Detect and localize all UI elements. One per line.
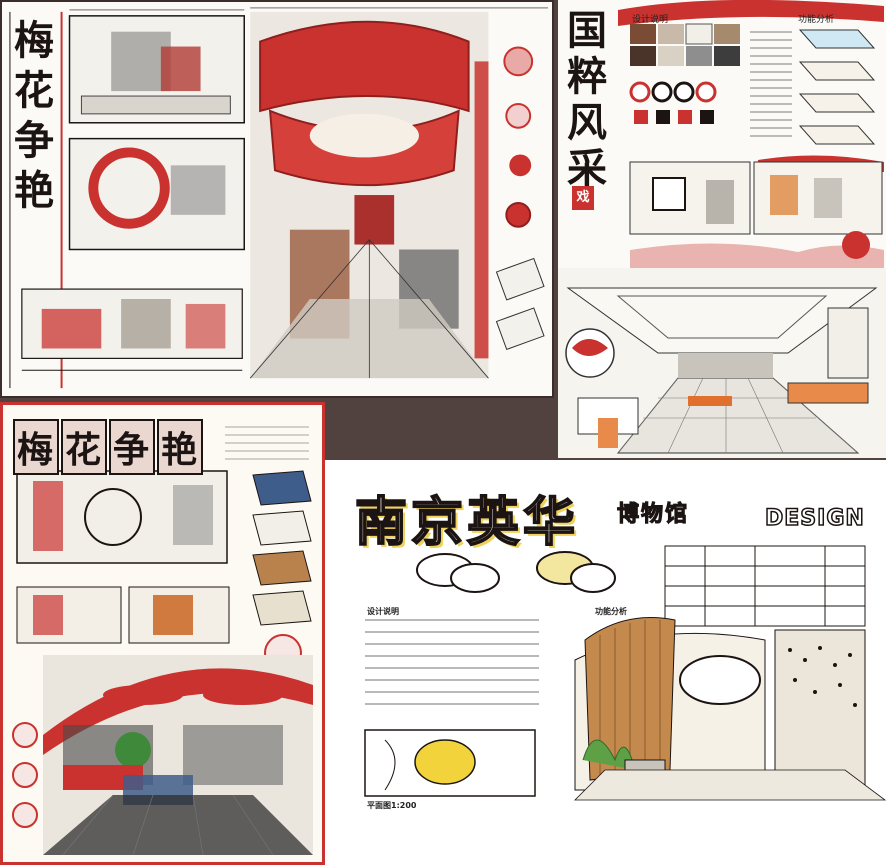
title-char: 梅 (14, 17, 54, 64)
title-char: 花 (14, 67, 54, 114)
title-char: 梅 (13, 419, 60, 475)
section-label-function-analysis: 功能分析 (595, 607, 627, 616)
scale-label: 平面图1:200 (367, 801, 417, 810)
function-table (664, 545, 866, 627)
axonometric-layers (798, 29, 876, 145)
section-label-function-analysis: 功能分析 (798, 15, 835, 25)
sheet-drawing-bottom-right (364, 545, 886, 801)
sheet-title-vertical: 梅 花 争 艳 (10, 16, 58, 216)
seal-stamp: 戏 (572, 186, 594, 210)
museum-subtitle: 博物馆 (616, 502, 690, 528)
title-char: 采 (567, 145, 607, 192)
section-label-design-notes: 设计说明 (367, 607, 399, 616)
sheet-title-vertical: 国 粹 风 采 (564, 8, 610, 192)
sheet-guocui-fengcai: 国 粹 风 采 戏 设计说明 功能分析 (558, 0, 886, 268)
title-char: 艳 (14, 167, 54, 214)
title-char: 粹 (567, 53, 607, 100)
sheet-meihua-zhengyan-bottom: 梅花争艳 (0, 402, 325, 865)
title-char: 风 (567, 99, 607, 146)
sheet-nanjing-museum: 南京英华 博物馆 DESIGN 设计说明 功能分析 平面图1:200 (325, 460, 886, 865)
museum-title: 南京英华 (354, 492, 580, 554)
title-char: 花 (61, 419, 108, 475)
sheet-corridor-perspective (558, 268, 886, 458)
sheet-meihua-zhengyan-top: 梅 花 争 艳 (0, 0, 554, 398)
section-label-design-notes: 设计说明 (632, 15, 669, 25)
sheet-drawing-bottom-left (12, 426, 313, 856)
sheet-drawing-top-right (618, 0, 884, 268)
title-char: 争 (14, 117, 54, 164)
title-char: 争 (109, 419, 156, 475)
sheet-title-horizontal: 梅花争艳 (13, 419, 205, 475)
design-word: DESIGN (764, 505, 865, 532)
sheet-drawing-right-middle (565, 287, 878, 454)
title-char: 艳 (157, 419, 204, 475)
opera-masks (629, 81, 717, 124)
material-swatches (630, 23, 740, 66)
title-char: 国 (567, 7, 607, 54)
sheet-drawing-top-left (9, 7, 549, 389)
